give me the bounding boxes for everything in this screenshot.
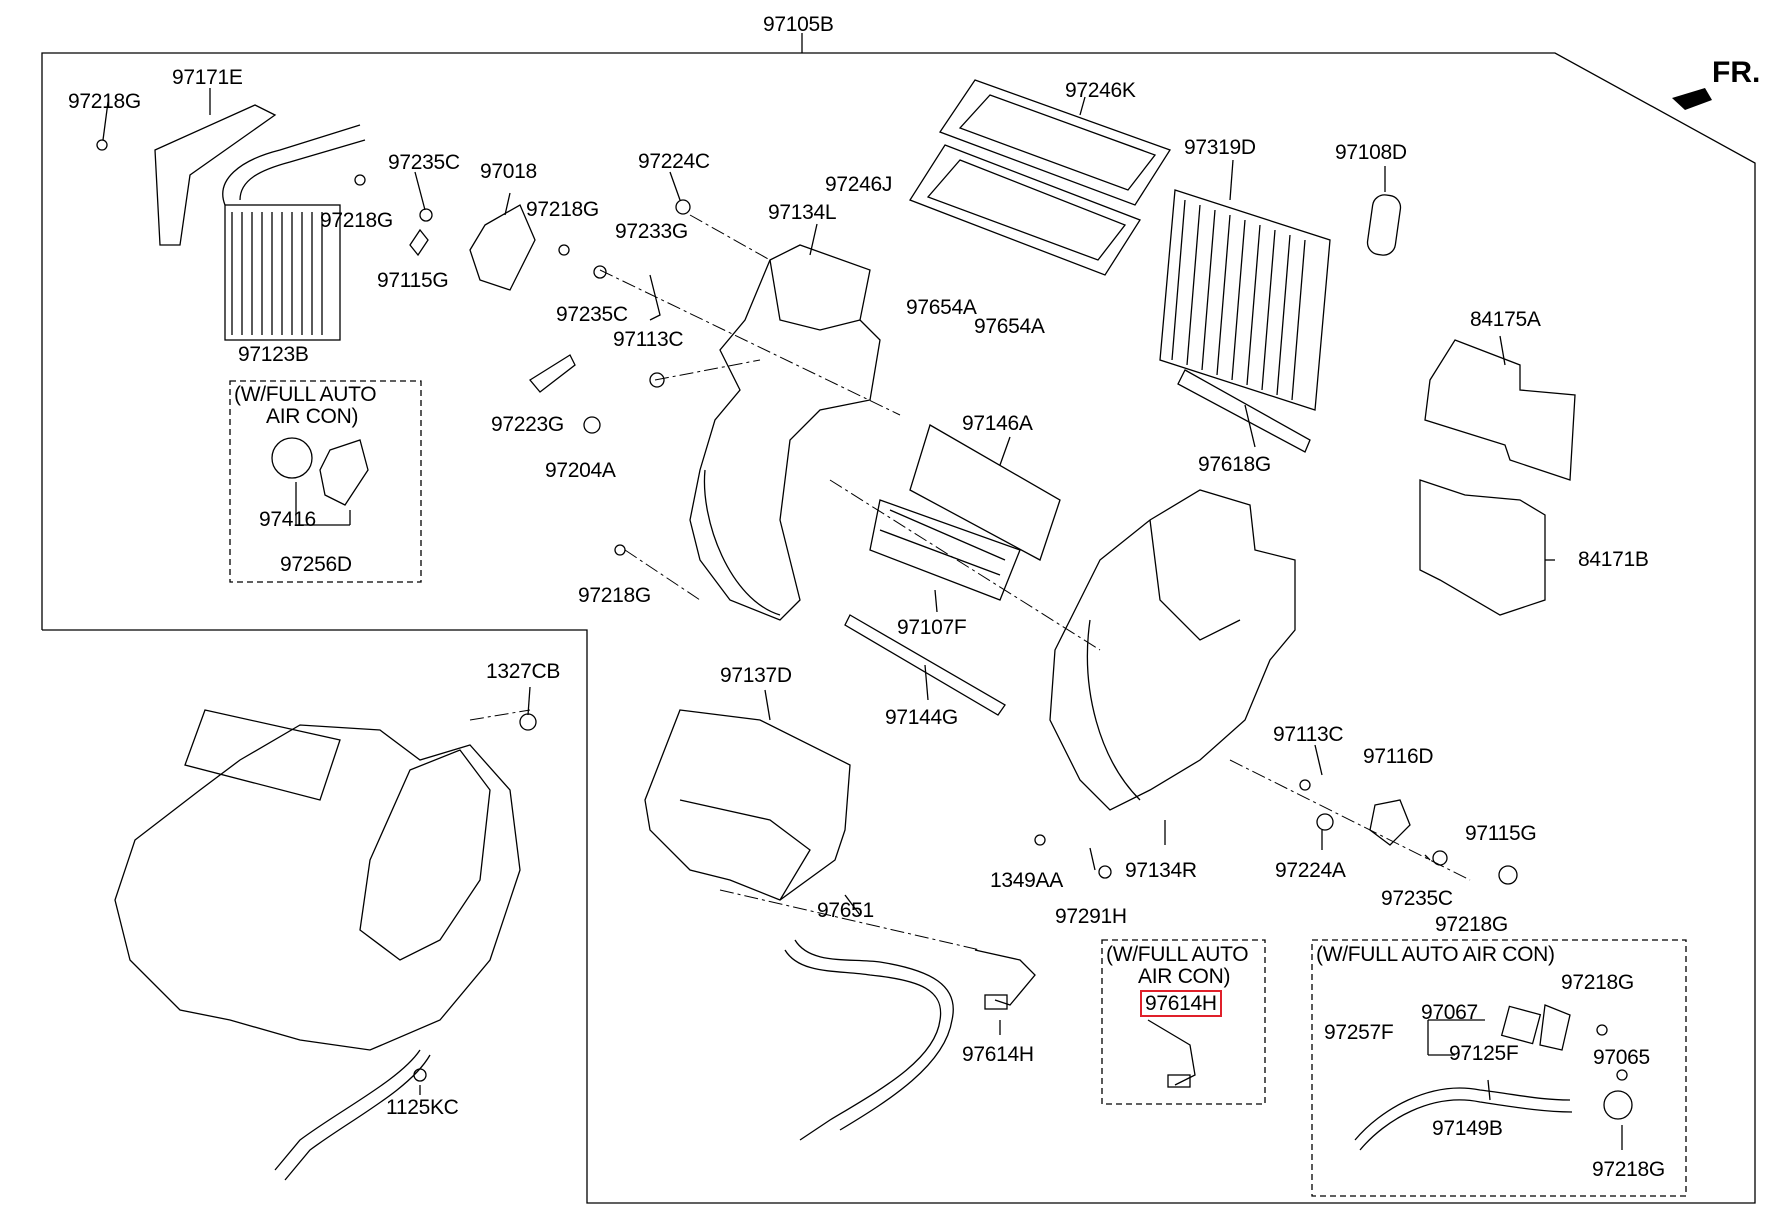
option-hose (1354, 1087, 1571, 1141)
callout-label[interactable]: 97218G (1435, 913, 1508, 936)
callout-label[interactable]: 97123B (238, 343, 309, 366)
option-right-part-2: 97125F (1449, 1042, 1519, 1065)
callout-label[interactable]: 97291H (1055, 905, 1127, 928)
callout-label[interactable]: 97618G (1198, 453, 1271, 476)
evaporator-fins (1171, 199, 1306, 401)
callout-label[interactable]: 97218G (320, 209, 393, 232)
option-right-part-3: 97218G (1561, 971, 1634, 994)
door-lower (869, 499, 1021, 601)
callout-label[interactable]: 97651 (817, 899, 874, 922)
right-case-shape (1049, 489, 1296, 811)
callout-label[interactable]: 1349AA (990, 869, 1063, 892)
callout-label[interactable]: 97246J (825, 173, 893, 196)
sensor-lead-option (1147, 1019, 1196, 1086)
callout-label[interactable]: 97113C (1273, 723, 1344, 746)
callout-label[interactable]: 97116D (1363, 745, 1434, 768)
callout-label[interactable]: 97233G (615, 220, 688, 243)
callout-label[interactable]: 84175A (1470, 308, 1541, 331)
actuator-left (271, 437, 313, 479)
actuator-right (1369, 799, 1411, 846)
leader-lines (102, 88, 1623, 1150)
drain-hose (784, 949, 942, 1141)
callout-label[interactable]: 97134L (768, 201, 837, 224)
callout-label[interactable]: 97224A (1275, 859, 1346, 882)
callout-label[interactable]: 97654A (906, 296, 977, 319)
callout-label[interactable]: 97246K (1065, 79, 1136, 102)
lower-tray-shape (644, 709, 851, 901)
callout-label[interactable]: 97144G (885, 706, 958, 729)
callout-label[interactable]: 97218G (578, 584, 651, 607)
callout-label[interactable]: 1327CB (486, 660, 561, 683)
assembled-unit-hose (274, 1049, 421, 1171)
callout-label[interactable]: 97224C (638, 150, 710, 173)
front-arrow-icon (1672, 88, 1712, 110)
option-right-part-1: 97067 (1421, 1001, 1478, 1024)
sensor-lead (974, 949, 1036, 1006)
callout-label[interactable]: 97107F (897, 616, 967, 639)
callout-label[interactable]: 97113C (613, 328, 684, 351)
callout-label[interactable]: 97235C (388, 151, 460, 174)
option-box-left-outline (229, 380, 422, 583)
callout-label[interactable]: 84171B (1578, 548, 1649, 571)
callout-label[interactable]: 97134R (1125, 859, 1197, 882)
option-box-right-title: (W/FULL AUTO AIR CON) (1316, 943, 1555, 966)
door-upper (909, 424, 1061, 561)
callout-label[interactable]: 97218G (68, 90, 141, 113)
assembly-ref-label: 97105B (763, 13, 834, 36)
callout-label[interactable]: 97108D (1335, 141, 1407, 164)
filter-frame-upper (939, 79, 1171, 206)
evaporator-shape (1159, 189, 1331, 411)
option-box-left-title: (W/FULL AUTO AIR CON) (234, 383, 377, 429)
option-box-mid-outline (1101, 939, 1266, 1105)
filter-frame-lower (909, 144, 1141, 276)
callout-label[interactable]: 97171E (172, 66, 243, 89)
direction-label: FR. (1712, 56, 1761, 89)
callout-label[interactable]: 97223G (491, 413, 564, 436)
assembled-unit-shape (114, 724, 521, 1051)
option-box-mid-title: (W/FULL AUTO AIR CON) (1106, 943, 1249, 989)
assembly-boundary (41, 52, 1756, 1204)
callout-label[interactable]: 97614H (962, 1043, 1034, 1066)
option-right-part-6: 97218G (1592, 1158, 1665, 1181)
option-left-part-1: 97256D (280, 553, 352, 576)
callout-label[interactable]: 97319D (1184, 136, 1256, 159)
callout-label[interactable]: 1125KC (386, 1096, 459, 1119)
callout-label[interactable]: 97654A (974, 315, 1045, 338)
heater-core-shape (154, 104, 366, 341)
cover-lower (1419, 479, 1546, 616)
left-case-shape (689, 244, 881, 621)
callout-label[interactable]: 97218G (526, 198, 599, 221)
callout-label[interactable]: 97115G (1465, 822, 1537, 845)
callout-label[interactable]: 97115G (377, 269, 449, 292)
option-right-part-4: 97065 (1593, 1046, 1650, 1069)
option-right-part-0: 97257F (1324, 1021, 1394, 1044)
option-right-part-5: 97149B (1432, 1117, 1503, 1140)
callout-label[interactable]: 97146A (962, 412, 1033, 435)
callout-label[interactable]: 97204A (545, 459, 616, 482)
option-left-part-0: 97416 (259, 508, 316, 531)
callout-label[interactable]: 97137D (720, 664, 792, 687)
callout-label[interactable]: 97235C (1381, 887, 1453, 910)
callout-label[interactable]: 97018 (480, 160, 537, 183)
seal-strip (844, 614, 1006, 716)
option-box-right-outline (1311, 939, 1687, 1197)
highlighted-part-label[interactable]: 97614H (1140, 990, 1222, 1017)
callout-label[interactable]: 97235C (556, 303, 628, 326)
cover-upper (1424, 339, 1576, 481)
